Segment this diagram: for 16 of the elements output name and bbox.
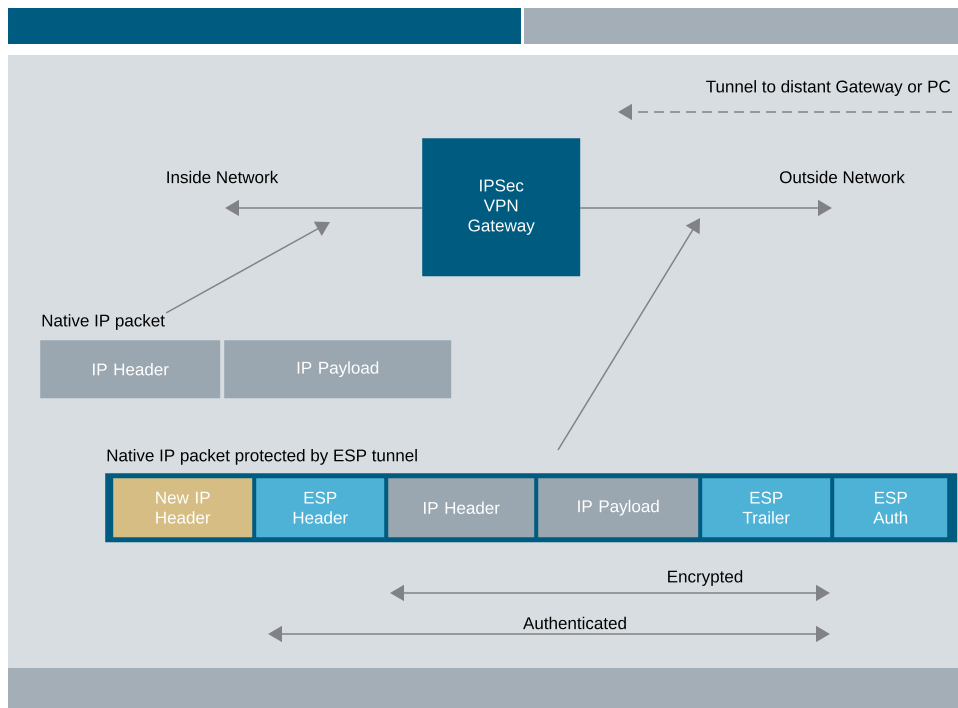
- edge-label: Inside Network: [167, 170, 278, 184]
- packet-field: IP Header: [40, 340, 220, 398]
- edge-label: Outside Network: [780, 170, 905, 184]
- text-label: Authenticated: [523, 616, 626, 630]
- packet-field: ESP Auth: [834, 478, 948, 538]
- packet-field: IP Header: [388, 478, 534, 538]
- packet-field: New IP Header: [113, 478, 252, 538]
- packet-field: ESP Trailer: [702, 478, 830, 538]
- packet-heading: Native IP packet protected by ESP tunnel: [108, 448, 417, 465]
- packet-field: IP Payload: [224, 340, 452, 398]
- text-label: Encrypted: [668, 570, 742, 586]
- text-label: Native IP packet: [42, 314, 165, 330]
- packet-field: IP Payload: [538, 478, 698, 538]
- gateway-box: IPSec VPN Gateway: [422, 138, 580, 276]
- packet-field: ESP Header: [256, 478, 384, 538]
- text-label: Tunnel to distant Gateway or PC: [706, 80, 950, 96]
